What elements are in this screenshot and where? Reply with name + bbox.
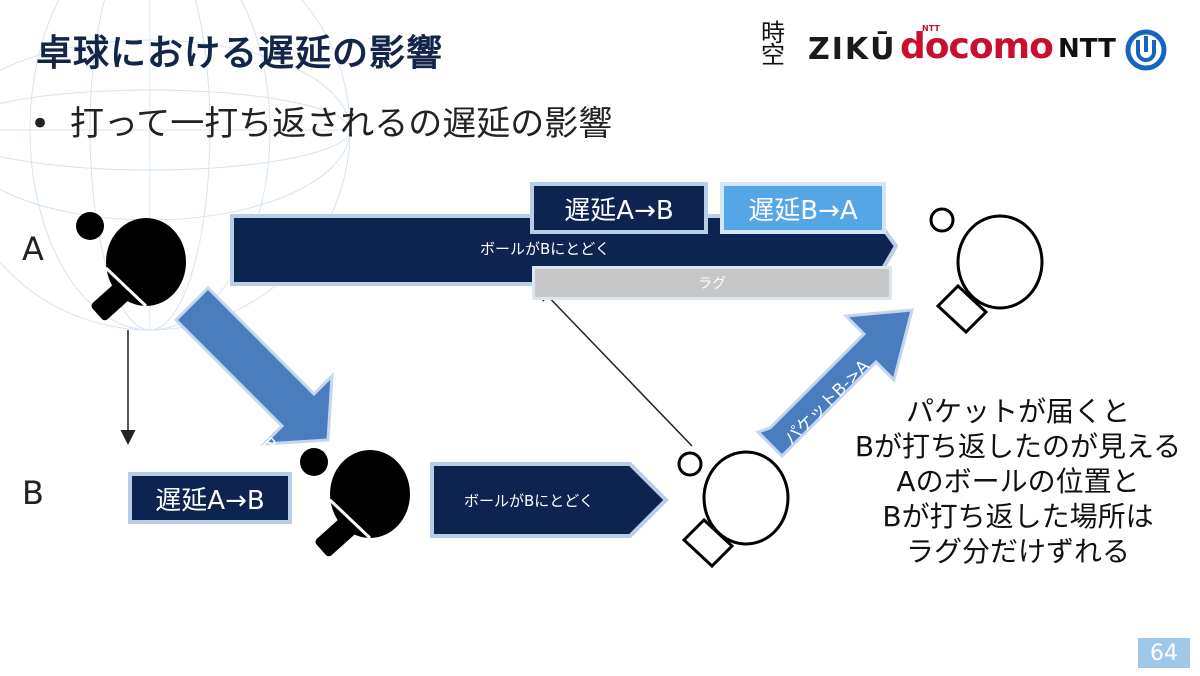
- paddle-outline-bottom-right-icon: [677, 450, 790, 569]
- row-label-a: A: [22, 230, 44, 268]
- paddle-outline-top-right-icon: [929, 207, 1044, 335]
- ziku-logo: ZIKŪ: [808, 32, 897, 67]
- lag-bar: ラグ: [532, 266, 892, 300]
- bullet-point: • 打って一打ち返されるの遅延の影響: [30, 96, 612, 145]
- delay-ba-top-label: 遅延B→A: [748, 195, 858, 226]
- packet-ba-arrow: [755, 308, 914, 459]
- docomo-ntt-mark: NTT: [922, 24, 940, 33]
- ball-reaches-b-bottom-label: ボールがBにとどく: [464, 492, 594, 510]
- return-sight-arrow: [537, 285, 693, 447]
- page-number: 64: [1138, 638, 1190, 668]
- delay-ab-bottom-box: 遅延A→B: [128, 472, 292, 524]
- delay-ab-bottom-label: 遅延A→B: [155, 485, 265, 516]
- explanation-note: パケットが届くと Bが打ち返したのが見える Aのボールの位置と Bが打ち返した場…: [828, 394, 1200, 569]
- ball-reaches-b-top-label: ボールがBにとどく: [480, 240, 610, 258]
- note-line: Aのボールの位置と: [896, 465, 1140, 498]
- slide-title: 卓球における遅延の影響: [36, 33, 444, 74]
- packet-ab-arrow: [173, 285, 334, 446]
- ntt-emblem-icon: [1125, 29, 1167, 71]
- paddle-a-icon: [76, 212, 186, 321]
- logo-kanji-bottom: 空: [761, 41, 785, 69]
- paddle-b-icon: [300, 448, 410, 557]
- row-label-b: B: [22, 474, 44, 512]
- delay-ba-top-box: 遅延B→A: [720, 182, 886, 234]
- note-line: パケットが届くと: [905, 395, 1130, 428]
- jikuu-logo: 時 空: [758, 19, 788, 69]
- docomo-logo: docomo: [900, 26, 1054, 67]
- note-line: Bが打ち返した場所は: [882, 500, 1154, 533]
- ball-reaches-b-bottom-arrow: [430, 462, 669, 538]
- ntt-logo: NTT: [1058, 34, 1116, 64]
- note-line: ラグ分だけずれる: [905, 535, 1130, 568]
- bullet-text: 打って一打ち返されるの遅延の影響: [70, 104, 613, 144]
- lag-label: ラグ: [698, 276, 726, 292]
- delay-ab-top-label: 遅延A→B: [564, 195, 674, 226]
- bullet-dot: •: [30, 104, 51, 144]
- delay-ab-top-box: 遅延A→B: [530, 182, 708, 234]
- note-line: Bが打ち返したのが見える: [854, 430, 1182, 463]
- logo-kanji-top: 時: [761, 19, 785, 47]
